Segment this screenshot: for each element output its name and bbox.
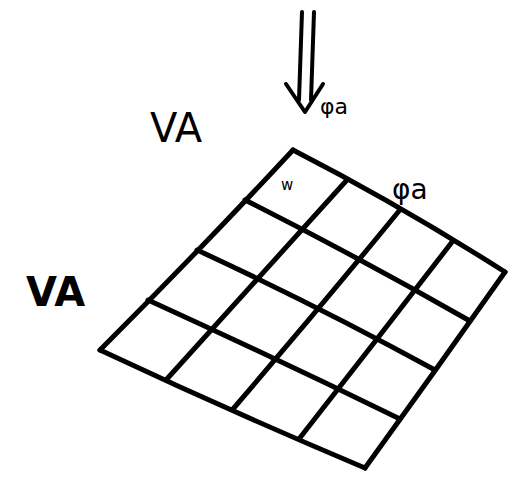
- support-label: VA: [150, 108, 202, 148]
- support-label: φa: [320, 96, 348, 118]
- support-label: w: [281, 178, 293, 193]
- load-arrow: [286, 12, 323, 112]
- support-label: VA: [26, 272, 85, 312]
- support-label: φa: [392, 176, 428, 204]
- mesh-lines: [100, 150, 505, 468]
